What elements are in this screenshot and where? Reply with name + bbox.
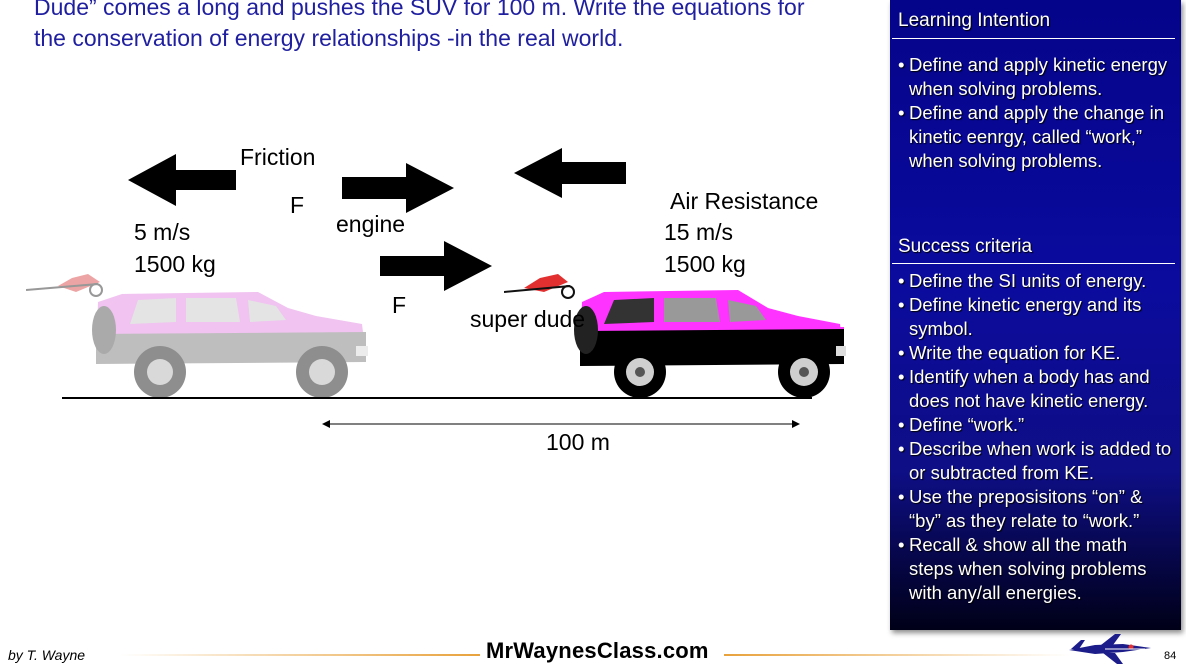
success-item: •Define “work.” [898,414,1025,435]
ground-line [62,397,812,399]
bullet-icon: • [898,270,905,291]
right-speed-label: 15 m/s [664,219,734,245]
air-resistance-label: Air Resistance [670,188,819,214]
engine-label: engine [336,211,406,237]
friction-label: Friction [240,144,316,170]
success-item: •Describe when work is added to or subtr… [898,438,1172,483]
question-text: Dude” comes a long and pushes the SUV fo… [34,0,805,51]
bullet-icon: • [898,414,905,435]
jet-logo-icon [1069,634,1151,664]
success-criteria-heading: Success criteria [898,236,1033,257]
bullet-icon: • [898,54,905,75]
bullet-icon: • [898,342,905,363]
brand-text: MrWaynesClass.com [486,638,709,663]
suv-icon [504,274,846,398]
success-item: •Define kinetic energy and its symbol. [898,294,1142,339]
learning-intention-list: •Define and apply kinetic energy when so… [890,53,1176,173]
bullet-icon: • [898,366,905,387]
success-item: •Recall & show all the math steps when s… [898,534,1147,603]
bullet-icon: • [898,294,905,315]
force-label-super-dude: F [392,292,407,318]
success-item: •Write the equation for KE. [898,342,1121,363]
success-item: •Define the SI units of energy. [898,270,1147,291]
bullet-icon: • [898,486,905,507]
bullet-icon: • [898,534,905,555]
bullet-icon: • [898,438,905,459]
learning-item: •Define and apply the change in kinetic … [898,102,1165,171]
air-resistance-arrow-left [514,148,626,198]
right-mass-label: 1500 kg [664,251,746,277]
distance-label: 100 m [546,429,610,455]
page-number: 84 [1164,650,1177,662]
success-item: •Use the preposisitons “on” & “by” as th… [898,486,1143,531]
distance-double-arrow [322,420,800,428]
super-dude-label: super dude [470,306,586,332]
success-divider [892,263,1175,264]
objectives-panel: Learning Intention •Define and apply kin… [890,0,1181,630]
learning-divider [892,38,1175,39]
engine-force-arrow-right [342,163,454,213]
suv-faded-icon [26,274,368,398]
learning-item: •Define and apply kinetic energy when so… [898,54,1168,99]
friction-arrow-left [128,154,236,206]
learning-intention-heading: Learning Intention [898,10,1051,31]
left-speed-label: 5 m/s [134,219,191,245]
success-criteria-list: •Define the SI units of energy. •Define … [890,269,1176,605]
footer-divider-left [120,654,480,656]
author-credit: by T. Wayne [8,647,86,663]
left-mass-label: 1500 kg [134,251,216,277]
super-dude-force-arrow-right [380,241,492,291]
force-label-engine: F [290,192,305,218]
footer-divider-right [724,654,1070,656]
success-item: •Identify when a body has and does not h… [898,366,1150,411]
bullet-icon: • [898,102,905,123]
